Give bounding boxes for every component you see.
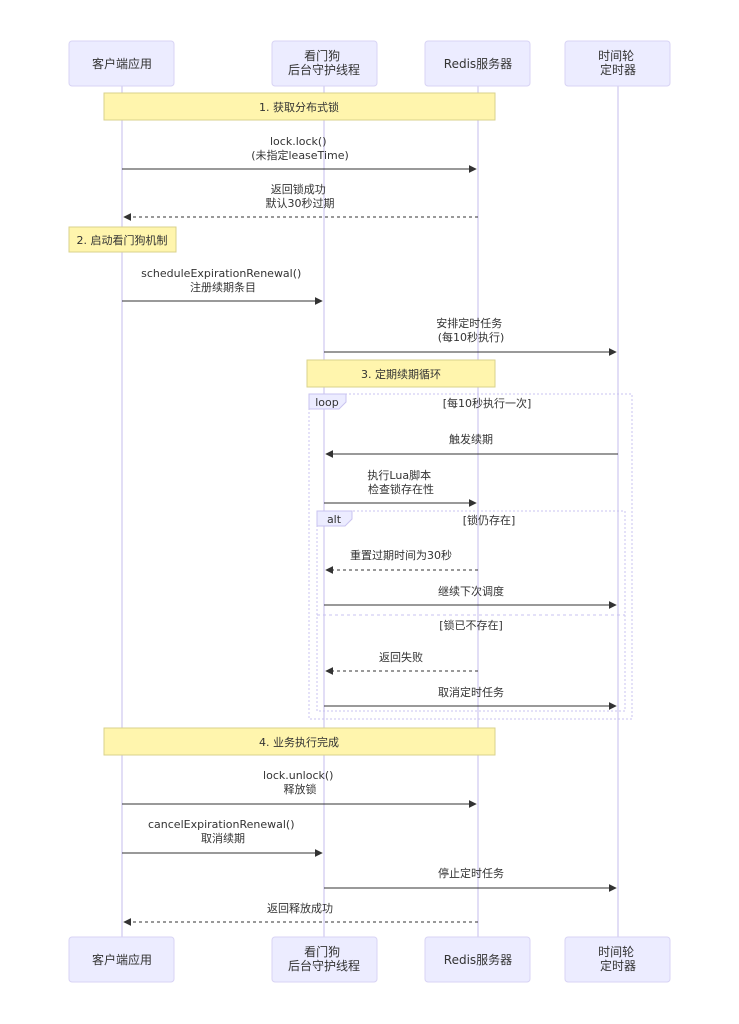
note-step-2: 2. 启动看门狗机制	[68, 226, 177, 253]
message-trigger-renewal: 触发续期	[325, 432, 618, 458]
svg-text:4. 业务执行完成: 4. 业务执行完成	[259, 735, 339, 749]
svg-text:时间轮 定时器: 时间轮 定时器	[598, 945, 638, 973]
actor-wheel-bottom: 时间轮 定时器	[564, 936, 671, 983]
note-step-3: 3. 定期续期循环	[306, 359, 496, 388]
svg-text:看门狗 后台守护线程: 看门狗 后台守护线程	[288, 48, 360, 77]
alt-condition: [锁仍存在]	[463, 513, 516, 527]
message-schedule-task: 安排定时任务 (每10秒执行)	[324, 316, 617, 356]
message-return-fail: 返回失败	[325, 650, 478, 675]
actor-redis-bottom: Redis服务器	[424, 936, 531, 983]
message-schedule-renewal: scheduleExpirationRenewal() 注册续期条目	[122, 267, 323, 305]
svg-text:返回失败: 返回失败	[379, 650, 423, 664]
alt-else-condition: [锁已不存在]	[439, 618, 503, 632]
message-lock: lock.lock() (未指定leaseTime)	[122, 135, 477, 173]
svg-text:Redis服务器: Redis服务器	[444, 952, 512, 967]
svg-text:触发续期: 触发续期	[449, 432, 493, 446]
message-release-success: 返回释放成功	[123, 901, 478, 926]
note-step-4: 4. 业务执行完成	[103, 727, 496, 756]
message-lock-success: 返回锁成功 默认30秒过期	[123, 182, 478, 221]
svg-text:返回锁成功 默认30秒过期: 返回锁成功 默认30秒过期	[266, 182, 335, 210]
svg-text:安排定时任务 (每10秒执行): 安排定时任务 (每10秒执行)	[436, 316, 506, 344]
message-unlock: lock.unlock() 释放锁	[122, 769, 477, 808]
message-run-lua: 执行Lua脚本 检查锁存在性	[324, 468, 477, 507]
actor-client-bottom: 客户端应用	[68, 936, 175, 983]
note-step-1: 1. 获取分布式锁	[103, 92, 496, 121]
svg-text:客户端应用: 客户端应用	[92, 56, 152, 71]
svg-text:2. 启动看门狗机制: 2. 启动看门狗机制	[77, 233, 168, 247]
svg-text:继续下次调度: 继续下次调度	[438, 584, 504, 598]
svg-text:3. 定期续期循环: 3. 定期续期循环	[361, 367, 441, 381]
alt-frame: alt [锁仍存在] [锁已不存在]	[316, 510, 626, 712]
loop-frame: loop [每10秒执行一次]	[308, 393, 633, 720]
svg-text:执行Lua脚本 检查锁存在性: 执行Lua脚本 检查锁存在性	[367, 468, 434, 496]
svg-text:重置过期时间为30秒: 重置过期时间为30秒	[350, 548, 452, 562]
svg-text:1. 获取分布式锁: 1. 获取分布式锁	[259, 100, 339, 114]
svg-text:返回释放成功: 返回释放成功	[267, 901, 333, 915]
svg-text:lock.lock() (未指定leaseTim: lock.lock() (未指定leaseTime)	[251, 135, 349, 162]
actor-wheel-top: 时间轮 定时器	[564, 40, 671, 87]
actor-client-top: 客户端应用	[68, 40, 175, 87]
message-continue-schedule: 继续下次调度	[324, 584, 617, 609]
svg-text:scheduleExpirationRenewal(): scheduleExpirationRenewal() 注册续期条目	[141, 267, 305, 294]
actor-watchdog-top: 看门狗 后台守护线程	[271, 40, 378, 87]
svg-text:时间轮 定时器: 时间轮 定时器	[598, 49, 638, 77]
message-cancel-task: 取消定时任务	[324, 685, 617, 710]
loop-label: loop	[315, 396, 339, 409]
svg-text:cancelExpirationRenewal(): cancelExpirationRenewal() 取消续期	[148, 818, 298, 845]
message-reset-expire: 重置过期时间为30秒	[325, 548, 478, 574]
actor-redis-top: Redis服务器	[424, 40, 531, 87]
svg-text:Redis服务器: Redis服务器	[444, 56, 512, 71]
svg-text:lock.unlock() 释放锁: lock.unlock() 释放锁	[263, 769, 337, 796]
svg-text:取消定时任务: 取消定时任务	[438, 685, 504, 699]
svg-text:客户端应用: 客户端应用	[92, 952, 152, 967]
alt-label: alt	[327, 513, 342, 526]
actor-watchdog-bottom: 看门狗 后台守护线程	[271, 936, 378, 983]
svg-text:看门狗 后台守护线程: 看门狗 后台守护线程	[288, 944, 360, 973]
message-cancel-renewal: cancelExpirationRenewal() 取消续期	[122, 818, 323, 857]
svg-text:停止定时任务: 停止定时任务	[438, 866, 504, 880]
loop-condition: [每10秒执行一次]	[443, 396, 532, 410]
message-stop-task: 停止定时任务	[324, 866, 617, 892]
